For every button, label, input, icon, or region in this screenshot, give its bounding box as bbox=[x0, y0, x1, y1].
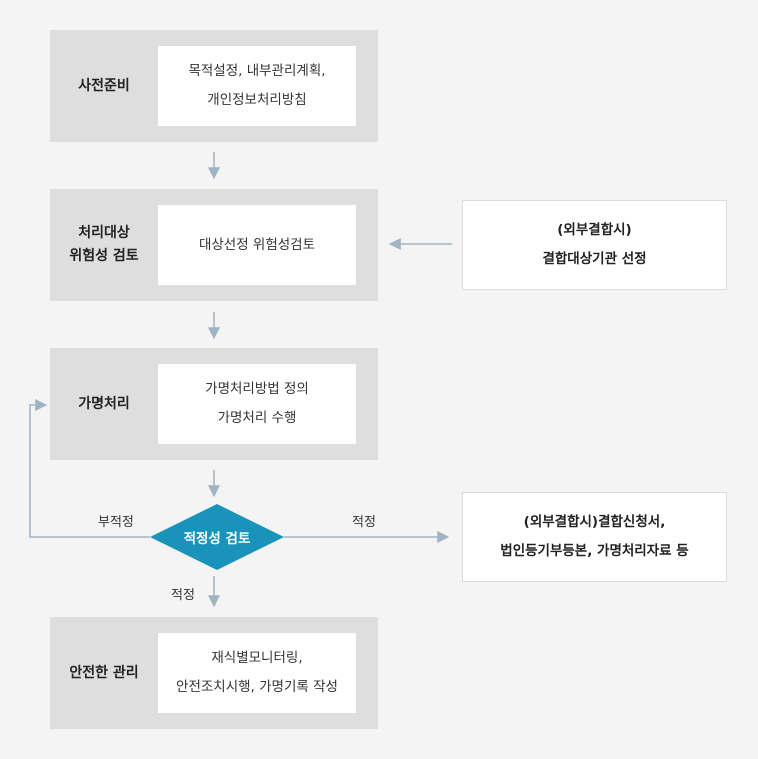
step-label: 처리대상 위험성 검토 bbox=[69, 225, 139, 264]
step-preparation: 사전준비 목적설정, 내부관리계획, 개인정보처리방침 bbox=[50, 30, 378, 142]
decision-diamond bbox=[150, 504, 284, 570]
step-risk-review: 처리대상 위험성 검토 대상선정 위험성검토 bbox=[50, 189, 378, 301]
step-detail: 재식별모니터링, 안전조치시행, 가명기록 작성 bbox=[158, 633, 356, 713]
step-label: 사전준비 bbox=[78, 77, 130, 94]
edge-label-inadequate: 부적정 bbox=[98, 515, 134, 530]
side-box-combination-docs: (외부결합시)결합신청서, 법인등기부등본, 가명처리자료 등 bbox=[462, 492, 727, 582]
step-pseudonymization: 가명처리 가명처리방법 정의 가명처리 수행 bbox=[50, 348, 378, 460]
side-box-combination-select: (외부결합시) 결합대상기관 선정 bbox=[462, 200, 727, 290]
step-detail: 대상선정 위험성검토 bbox=[158, 205, 356, 285]
arrow-feedback-loop bbox=[29, 399, 150, 538]
decision-label: 적정성 검토 bbox=[183, 531, 251, 547]
edge-label-adequate-down: 적정 bbox=[171, 588, 195, 603]
step-label: 가명처리 bbox=[78, 395, 130, 412]
edge-label-adequate-right: 적정 bbox=[352, 515, 376, 530]
step-detail: 가명처리방법 정의 가명처리 수행 bbox=[158, 364, 356, 444]
step-label: 안전한 관리 bbox=[69, 664, 139, 681]
step-detail: 목적설정, 내부관리계획, 개인정보처리방침 bbox=[158, 46, 356, 126]
step-safe-management: 안전한 관리 재식별모니터링, 안전조치시행, 가명기록 작성 bbox=[50, 617, 378, 729]
